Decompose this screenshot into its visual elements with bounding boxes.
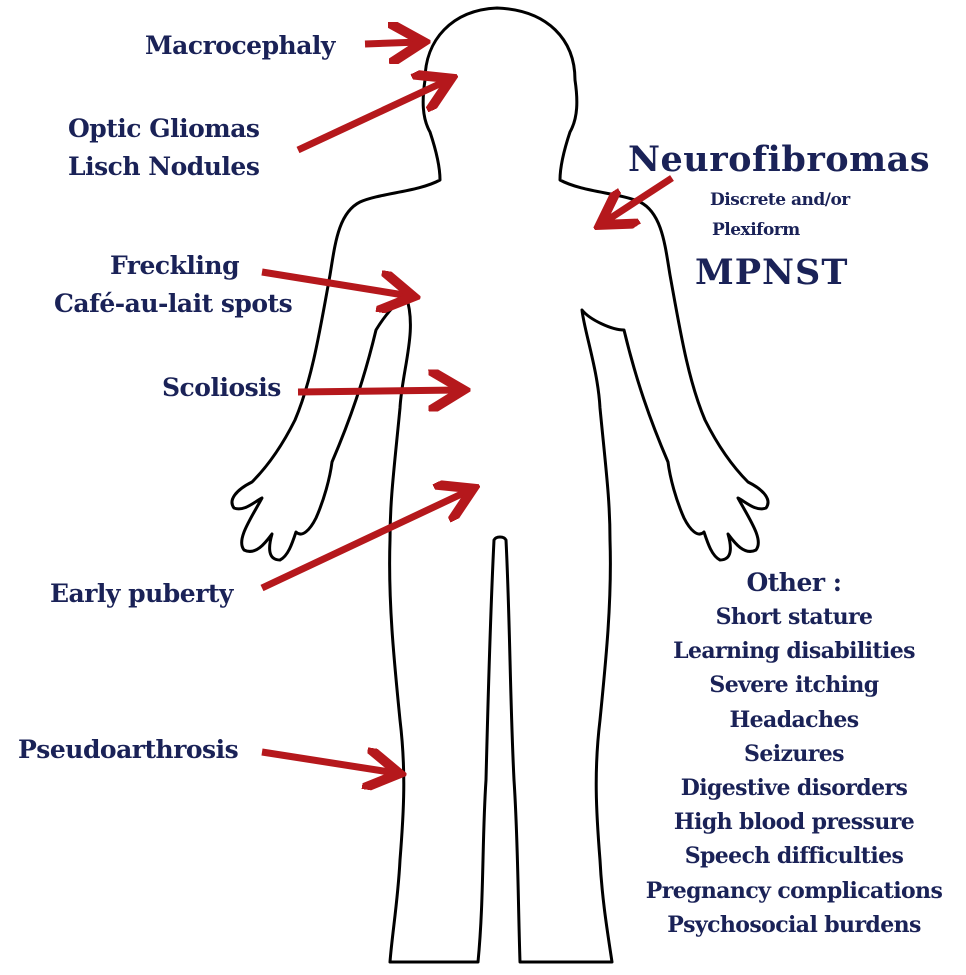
other-item: High blood pressure [628, 805, 960, 839]
other-item: Seizures [628, 737, 960, 771]
other-list: Other : Short stature Learning disabilit… [628, 566, 960, 942]
label-macrocephaly: Macrocephaly [145, 30, 335, 62]
label-pseudoarthrosis: Pseudoarthrosis [18, 734, 238, 766]
other-item: Psychosocial burdens [628, 908, 960, 942]
other-item: Learning disabilities [628, 634, 960, 668]
label-discrete-andor: Discrete and/or [710, 186, 850, 214]
other-item: Pregnancy complications [628, 874, 960, 908]
label-early-puberty: Early puberty [50, 578, 233, 610]
other-item: Short stature [628, 600, 960, 634]
label-freckling: Freckling [110, 250, 239, 282]
other-title: Other : [628, 566, 960, 600]
arrow-pseudoarthrosis [262, 752, 396, 773]
label-cafe-au-lait-spots: Café-au-lait spots [54, 288, 292, 320]
other-item: Severe itching [628, 668, 960, 702]
other-item: Speech difficulties [628, 839, 960, 873]
label-optic-gliomas: Optic Gliomas [68, 113, 259, 145]
label-lisch-nodules: Lisch Nodules [68, 151, 259, 183]
arrows [262, 42, 672, 773]
label-plexiform: Plexiform [712, 216, 800, 244]
label-neurofibromas: Neurofibromas [628, 140, 930, 180]
other-item: Digestive disorders [628, 771, 960, 805]
arrow-macrocephaly [365, 42, 420, 44]
arrow-neurofibromas [603, 178, 672, 223]
label-scoliosis: Scoliosis [162, 372, 281, 404]
label-mpnst: MPNST [695, 253, 848, 293]
other-item: Headaches [628, 703, 960, 737]
arrow-scoliosis [298, 390, 460, 392]
